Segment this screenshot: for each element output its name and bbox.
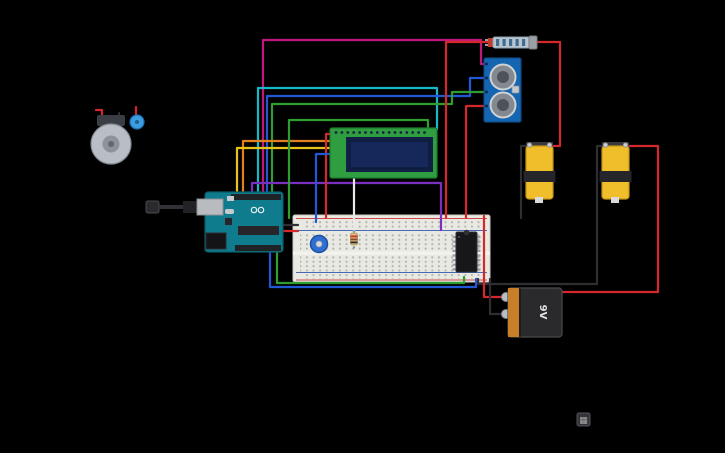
ultrasonic-transducer-inner — [497, 71, 509, 83]
gearmotor-shaft — [611, 197, 619, 203]
gearmotor-terminal-block — [526, 142, 553, 148]
resistor[interactable]: Resistor — [350, 230, 358, 249]
ultrasonic-crystal — [511, 85, 520, 94]
usb-cable[interactable]: USB cable — [145, 200, 198, 214]
motor-driver-ic[interactable]: Motor driver IC — [452, 229, 481, 273]
canvas-badge[interactable]: ▦ — [576, 412, 591, 427]
resistor-band — [350, 241, 358, 244]
gearmotor-band — [599, 171, 632, 182]
arduino-logo-icon — [250, 206, 258, 214]
ic-pin1-dot — [458, 236, 460, 238]
resistor-lead — [352, 230, 356, 233]
breadboard-rail-holes-top — [302, 220, 483, 230]
vibration-motor[interactable]: Vibration motor — [129, 114, 145, 130]
arduino-usb-port — [196, 198, 224, 216]
wire-orange-lcd[interactable] — [241, 139, 333, 199]
battery-band — [508, 288, 519, 337]
resistor-band — [350, 238, 358, 241]
gearmotor-shaft — [535, 197, 543, 203]
breadboard-rail-holes-bottom — [302, 274, 483, 279]
arduino-crystal — [225, 209, 234, 214]
flex-sensor-lead — [485, 44, 489, 46]
wire-purple-driver[interactable] — [250, 181, 443, 232]
flex-sensor-cap — [528, 35, 538, 50]
flex-sensor[interactable]: Flex sensor — [485, 35, 538, 50]
gearmotor-terminal — [546, 142, 553, 148]
arduino-mcu-chip — [238, 226, 279, 235]
wire-green-sensor[interactable] — [270, 90, 487, 199]
gearmotor-terminal — [622, 142, 629, 148]
flex-sensor-terminal — [488, 38, 493, 47]
potentiometer[interactable]: Potentiometer — [309, 234, 329, 254]
wire-red-lcd-power[interactable] — [324, 132, 333, 220]
wire-blue-pot[interactable] — [314, 152, 333, 224]
wire-yellow-lcd[interactable] — [235, 146, 333, 199]
gearmotor-band — [523, 171, 556, 182]
wire-black-motor1[interactable] — [519, 144, 530, 220]
arduino-header-bottom — [235, 245, 281, 251]
canvas-badge-icon: ▦ — [579, 416, 588, 426]
ic-pins — [452, 236, 481, 271]
breadboard-channel — [293, 251, 490, 255]
arduino-uno[interactable]: Arduino Uno R3 — [196, 191, 284, 253]
usb-plug-end — [145, 200, 160, 214]
wire-red-ultrasonic-power[interactable] — [464, 104, 487, 220]
wire-cyan-lcd[interactable] — [256, 86, 439, 199]
breadboard[interactable]: Breadboard — [292, 214, 491, 283]
battery-9v[interactable]: 9V battery 9V — [501, 287, 563, 338]
breadboard-grid-bottom — [300, 256, 484, 272]
ic-body — [455, 231, 478, 273]
wire-red-flex-left[interactable] — [444, 40, 491, 220]
arduino-reset-button[interactable] — [227, 196, 234, 201]
wire-red-flex-right[interactable] — [534, 40, 562, 148]
arduino-logo-icon — [257, 206, 265, 214]
wire-green-lcd-power[interactable] — [287, 118, 430, 220]
ic-notch — [463, 229, 470, 236]
dc-motor-shaft — [108, 141, 114, 147]
flex-sensor-lead — [485, 39, 489, 41]
vibration-motor-center — [135, 120, 139, 124]
dc-motor-terminal-block — [97, 115, 125, 126]
arduino-barrel-jack — [205, 232, 227, 250]
ultrasonic-sensor[interactable]: Ultrasonic distance sensor — [483, 57, 522, 123]
resistor-band — [350, 235, 358, 238]
potentiometer-knob[interactable] — [315, 240, 323, 248]
lcd-display[interactable]: 16x2 LCD display — [329, 127, 438, 179]
ultrasonic-transducer-inner — [497, 99, 509, 111]
dc-motor[interactable]: DC motor — [90, 115, 132, 165]
gearmotor-terminal-block — [602, 142, 629, 148]
arduino-header-top — [231, 194, 281, 200]
arduino-usb-chip — [225, 218, 232, 225]
gearmotor-terminal — [526, 142, 533, 148]
lcd-screen — [349, 140, 430, 169]
canvas-badge-box — [576, 412, 591, 427]
usb-plug-board-side — [183, 201, 198, 213]
gearmotor-right[interactable]: Hobby gearmotor 2 — [599, 142, 632, 203]
wire-red-motor2[interactable] — [560, 144, 660, 294]
lcd-pins — [334, 131, 426, 134]
gearmotor-left[interactable]: Hobby gearmotor 1 — [523, 142, 556, 203]
ultrasonic-pins — [485, 62, 488, 108]
wire-blue-ground-run[interactable] — [268, 246, 478, 289]
resistor-lead — [352, 246, 356, 249]
wire-blue-echo[interactable] — [265, 76, 487, 199]
gearmotor-terminal — [602, 142, 609, 148]
battery-label: 9V — [537, 305, 548, 320]
breadboard-grid-top — [300, 233, 484, 251]
wire-black-motor2[interactable] — [476, 144, 606, 286]
wire-green-power-run[interactable] — [275, 246, 466, 285]
wire-red-battery[interactable] — [482, 214, 509, 299]
wire-magenta-trig[interactable] — [261, 38, 487, 199]
flex-sensor-stripes — [496, 39, 526, 46]
